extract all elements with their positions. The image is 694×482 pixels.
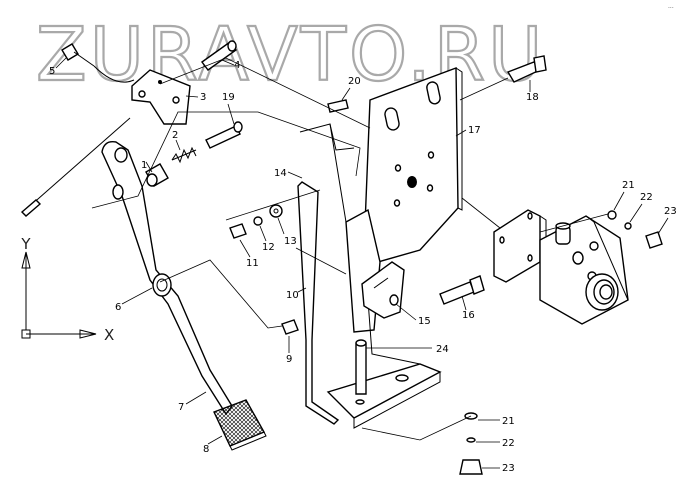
bolt-19 <box>205 121 243 149</box>
callout-4: 4 <box>234 60 240 71</box>
pedal-bracket-plate-17 <box>363 66 463 263</box>
washer-22-upper <box>624 222 632 230</box>
callout-18: 18 <box>526 92 539 103</box>
axis-y-label: Y <box>20 235 31 253</box>
spring-2 <box>171 146 197 164</box>
nut-11 <box>229 223 247 239</box>
bracket-15 <box>361 261 405 319</box>
callout-21-upper: 21 <box>622 180 635 191</box>
callout-3: 3 <box>200 92 206 103</box>
callout-24: 24 <box>436 344 449 355</box>
callout-19: 19 <box>222 92 235 103</box>
callout-23-lower: 23 <box>502 463 515 474</box>
callout-13: 13 <box>284 236 297 247</box>
pedal-pad-8 <box>213 399 267 451</box>
bolt-20 <box>327 99 349 113</box>
washer-21-upper <box>607 210 617 220</box>
callout-8: 8 <box>203 444 209 455</box>
cable-hook <box>20 65 135 217</box>
callout-20: 20 <box>348 76 361 87</box>
callout-10: 10 <box>286 290 299 301</box>
pedal-lever-7 <box>101 141 233 416</box>
callout-22-upper: 22 <box>640 192 653 203</box>
callout-21-lower: 21 <box>502 416 515 427</box>
washer-22-lower <box>466 437 476 443</box>
washer-13 <box>269 204 283 218</box>
bolt-5 <box>61 43 95 67</box>
bolt-16 <box>439 275 485 305</box>
callout-9: 9 <box>286 354 292 365</box>
pin-4 <box>201 40 237 71</box>
callout-23-upper: 23 <box>664 206 677 217</box>
callout-5: 5 <box>49 66 55 77</box>
callouts: 1 2 3 4 5 6 7 8 9 10 11 12 13 14 15 16 1… <box>49 57 677 474</box>
callout-2: 2 <box>172 130 178 141</box>
clip-bracket-3 <box>131 69 191 125</box>
callout-16: 16 <box>462 310 475 321</box>
assembly-lines <box>91 57 609 441</box>
watermark-text: ZURAVTO.RU <box>36 12 545 98</box>
bushing-1 <box>145 163 169 187</box>
bolt-18 <box>506 55 547 83</box>
callout-22-lower: 22 <box>502 438 515 449</box>
nut-23-upper <box>645 231 663 249</box>
axes-indicator: Y X <box>20 235 114 344</box>
master-cylinder <box>493 209 629 325</box>
nut-9 <box>281 319 299 335</box>
washer-12 <box>253 216 263 226</box>
bottom-mounting-plate <box>326 299 442 429</box>
nut-23-lower <box>459 459 483 475</box>
callout-17: 17 <box>468 125 481 136</box>
corner-mark: ... <box>668 3 674 10</box>
callout-14: 14 <box>274 168 287 179</box>
bolt-24 <box>355 339 367 395</box>
callout-7: 7 <box>178 402 184 413</box>
callout-15: 15 <box>418 316 431 327</box>
callout-12: 12 <box>262 242 275 253</box>
callout-1: 1 <box>141 160 147 171</box>
axis-x-label: X <box>104 326 114 344</box>
tie-rod-10 <box>297 181 340 425</box>
callout-6: 6 <box>115 302 121 313</box>
callout-11: 11 <box>246 258 259 269</box>
